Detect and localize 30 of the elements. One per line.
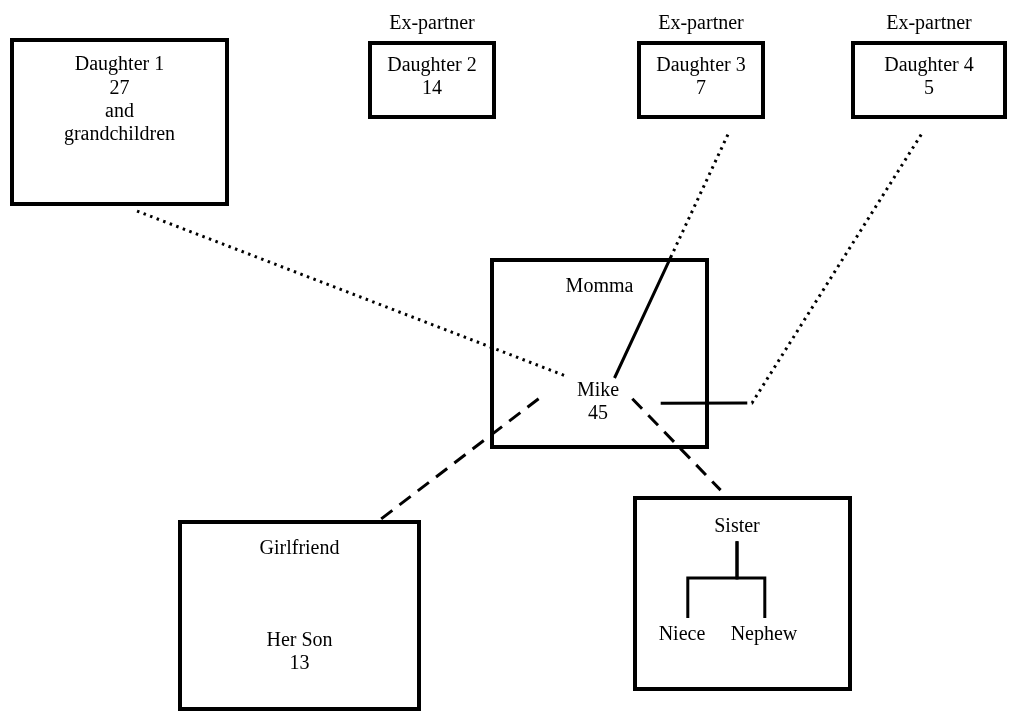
box-text: Her Son 13: [265, 628, 334, 674]
relation-label: Ex-partner: [886, 11, 972, 34]
dashed-line: [631, 397, 722, 492]
dotted-line: [660, 133, 923, 405]
box-text: Momma: [564, 274, 635, 297]
person-label: Niece: [657, 622, 707, 645]
person-label: Sister: [713, 514, 761, 537]
box-text: Girlfriend: [258, 536, 341, 559]
dotted-line: [613, 133, 730, 379]
box-text: 5: [923, 76, 935, 99]
person-box: [490, 258, 709, 449]
person-label: Mike: [575, 378, 621, 401]
box-text: and grandchildren: [62, 99, 177, 145]
box-text: Daughter 4: [883, 53, 975, 76]
person-box: [178, 520, 421, 711]
dashed-line: [378, 397, 540, 522]
box-text: Daughter 2: [386, 53, 478, 76]
box-text: 14: [421, 76, 443, 99]
person-label: Nephew: [729, 622, 799, 645]
dotted-line: [136, 209, 566, 378]
connector-line: [735, 541, 767, 619]
person-box: [10, 38, 229, 206]
box-text: 27: [108, 76, 131, 99]
box-text: 7: [695, 76, 707, 99]
relation-label: Ex-partner: [389, 11, 475, 34]
box-text: Daughter 3: [655, 53, 747, 76]
group-box: [633, 496, 852, 691]
box-text: Daughter 1: [73, 52, 166, 75]
person-label: 45: [587, 401, 609, 424]
relation-label: Ex-partner: [658, 11, 744, 34]
